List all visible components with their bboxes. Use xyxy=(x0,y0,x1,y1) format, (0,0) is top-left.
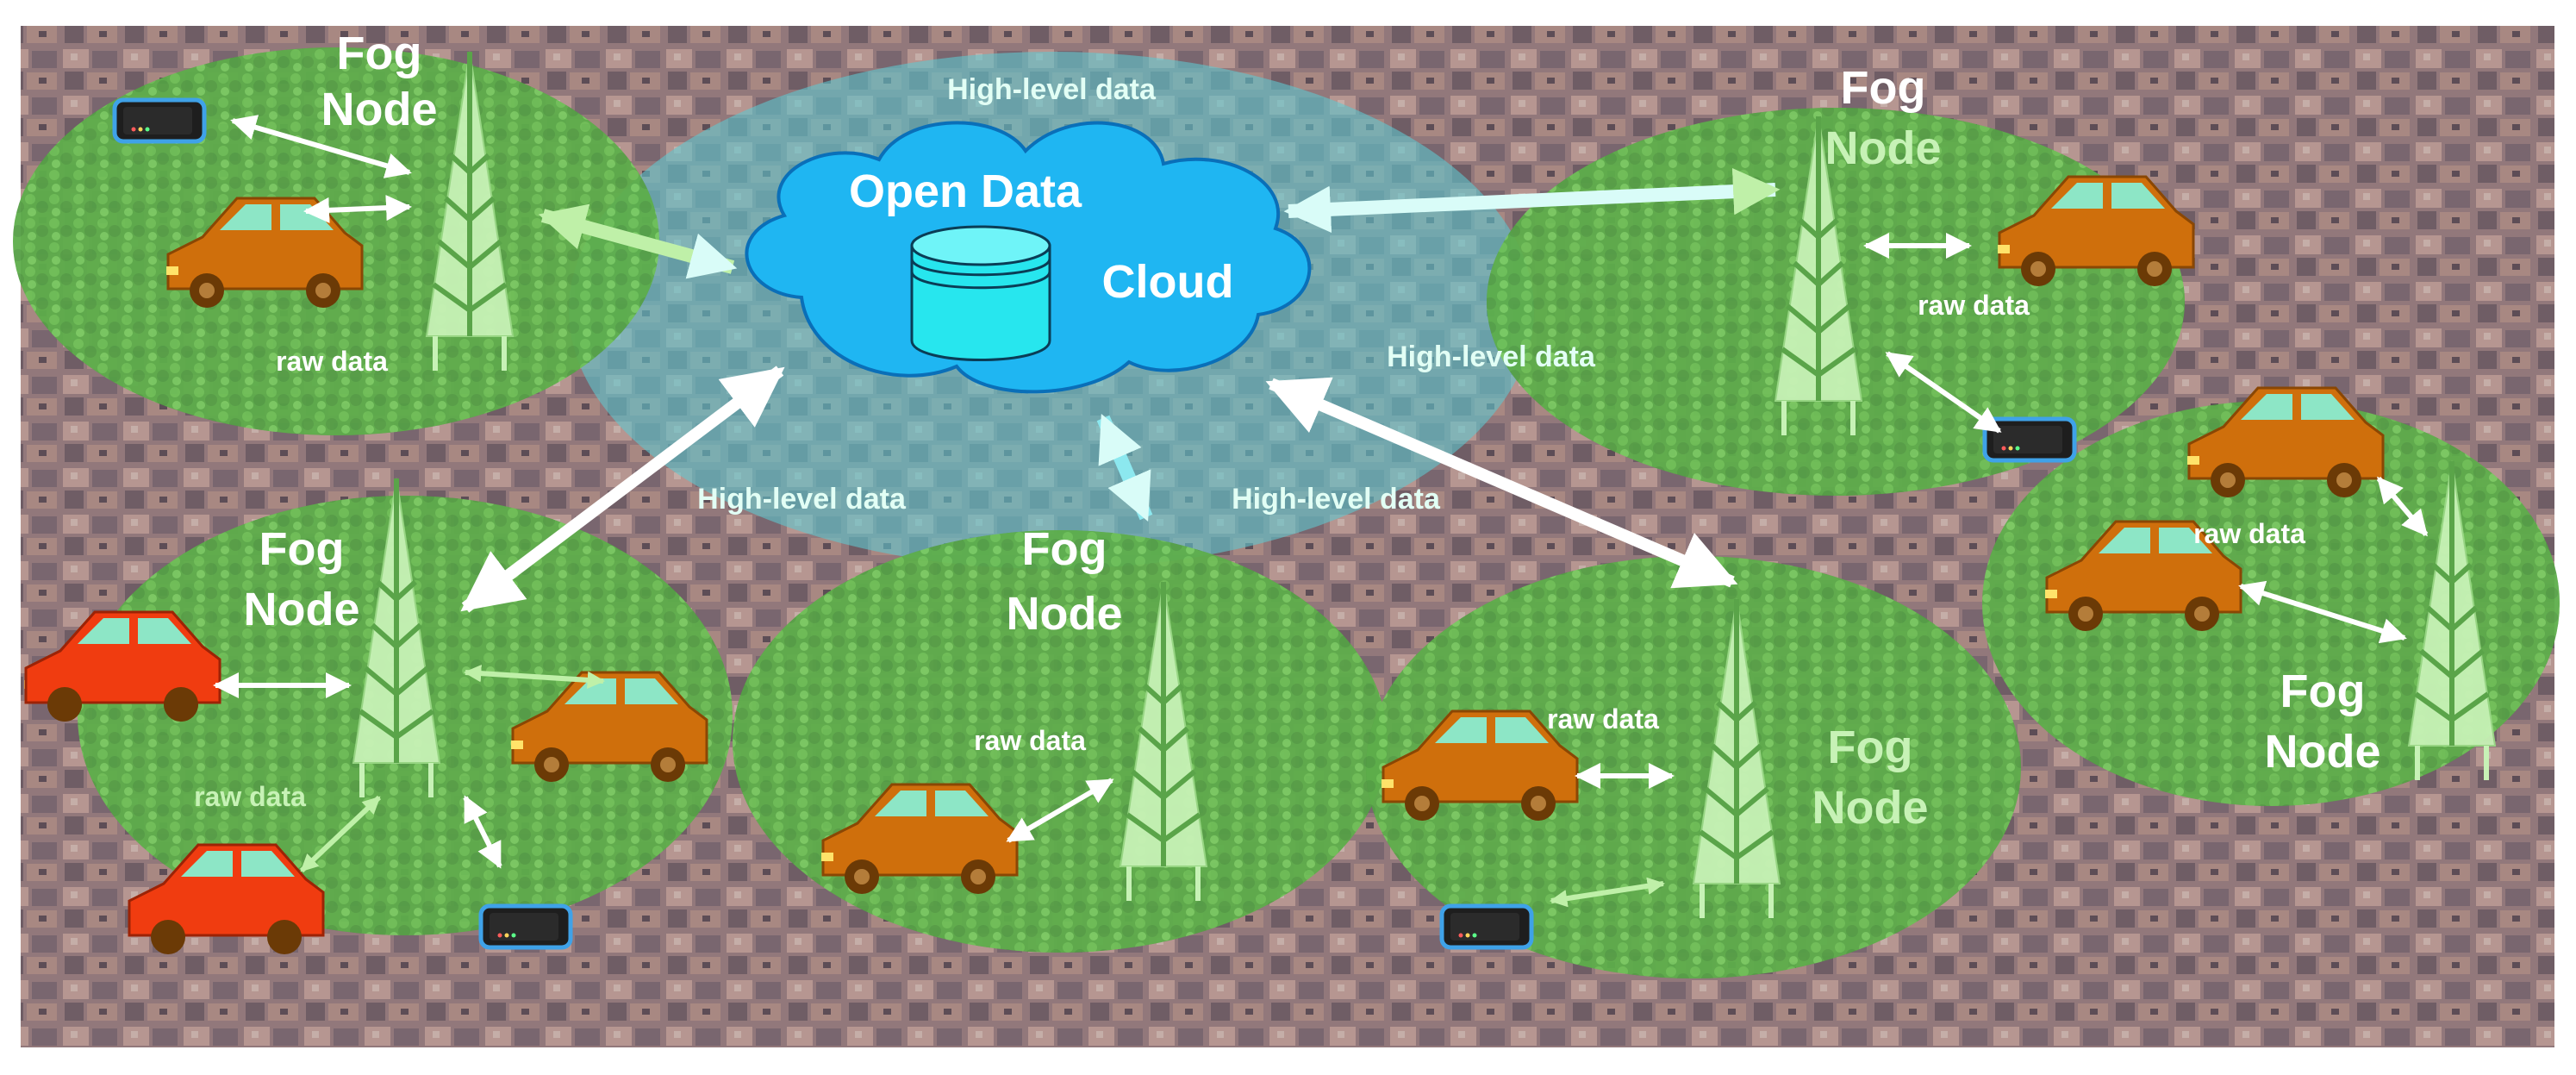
smartphone xyxy=(481,906,571,947)
high-level-data-label: High-level data xyxy=(947,73,1157,106)
svg-text:Fog: Fog xyxy=(259,523,345,575)
fog-node-label-bottom-right: Fog Node xyxy=(1812,722,1929,834)
raw-data-label: raw data xyxy=(2193,518,2305,549)
fog-node-label-bottom-center: Fog Node xyxy=(1007,523,1123,640)
high-level-links xyxy=(460,167,1781,613)
raw-data-label: raw data xyxy=(974,725,1086,756)
smartphone xyxy=(1442,906,1531,947)
raw-data-links xyxy=(213,115,2429,908)
labels: Open Data Cloud High-level data High-lev… xyxy=(194,28,2380,834)
svg-text:Node: Node xyxy=(321,84,438,135)
high-level-data-label: High-level data xyxy=(1232,483,1441,516)
svg-text:Node: Node xyxy=(1825,122,1942,174)
high-level-data-label: High-level data xyxy=(697,483,907,516)
svg-text:Fog: Fog xyxy=(1022,523,1107,575)
fog-node-label-top-right: Fog Node xyxy=(1825,62,1942,174)
raw-data-label: raw data xyxy=(276,346,388,377)
fog-node-label-right: Fog Node xyxy=(2265,666,2381,778)
svg-text:Node: Node xyxy=(1812,782,1929,834)
svg-text:Fog: Fog xyxy=(2280,666,2366,717)
smartphone xyxy=(115,100,204,141)
svg-text:Fog: Fog xyxy=(1828,722,1913,773)
svg-text:Fog: Fog xyxy=(1841,62,1926,114)
raw-data-label: raw data xyxy=(1918,290,2030,321)
svg-text:Node: Node xyxy=(244,584,360,635)
open-data-label: Open Data xyxy=(849,166,1082,217)
car-red xyxy=(128,843,325,954)
svg-text:Node: Node xyxy=(2265,726,2381,778)
raw-data-label: raw data xyxy=(194,781,306,812)
svg-text:Fog: Fog xyxy=(337,28,422,79)
svg-text:Node: Node xyxy=(1007,588,1123,640)
raw-data-label: raw data xyxy=(1547,703,1659,734)
fog-node-label-top-left: Fog Node xyxy=(321,28,438,135)
smartphone xyxy=(1985,419,2074,460)
cloud-label: Cloud xyxy=(1102,256,1234,308)
fog-node-label-bottom-left: Fog Node xyxy=(244,523,360,635)
database-icon xyxy=(910,225,1051,361)
car-red xyxy=(22,610,221,723)
fog-zone-bottom-right xyxy=(1366,556,2021,978)
high-level-data-label: High-level data xyxy=(1387,341,1596,373)
